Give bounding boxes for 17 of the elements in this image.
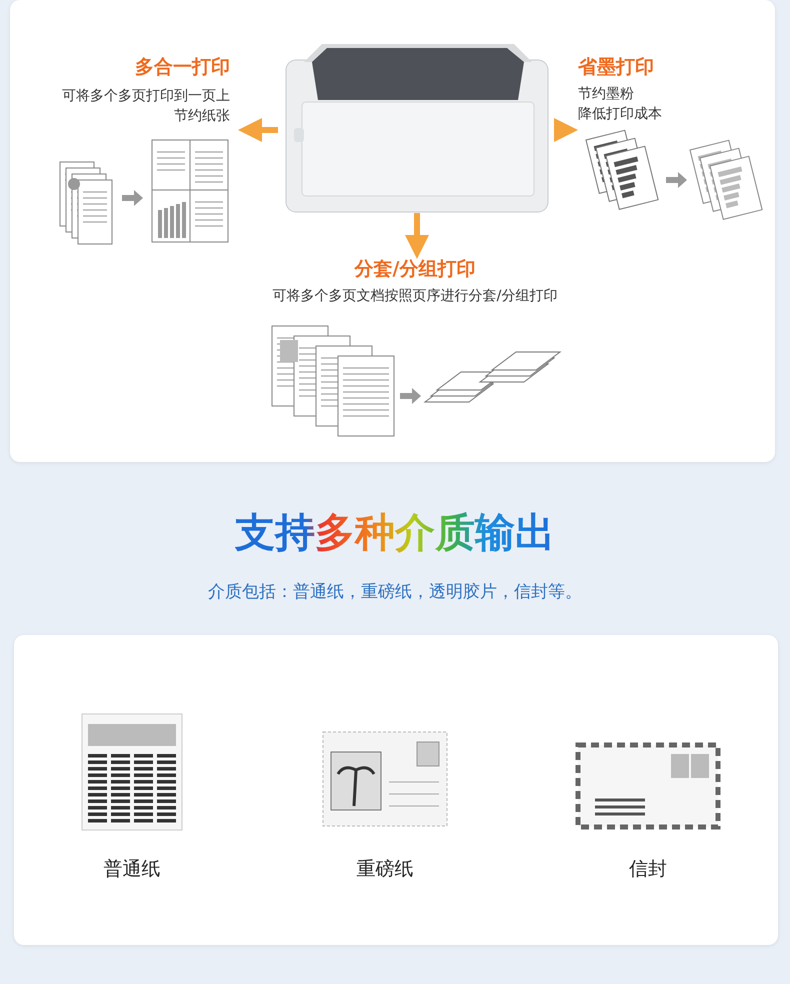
arrow — [405, 213, 429, 259]
feature-description: 节约纸张 — [174, 107, 230, 126]
card-background — [10, 0, 775, 462]
feature-title: 分套/分组打印 — [353, 257, 476, 282]
feature-description: 降低打印成本 — [578, 105, 662, 124]
media-label: 信封 — [628, 857, 668, 882]
feature-title: 多合一打印 — [135, 55, 230, 80]
feature-description: 可将多个多页打印到一页上 — [62, 87, 230, 106]
card-background — [14, 635, 778, 945]
arrow — [554, 118, 578, 142]
media-label: 普通纸 — [102, 857, 162, 882]
feature-description: 节约墨粉 — [578, 85, 634, 104]
feature-description: 可将多个多页文档按照页序进行分套/分组打印 — [272, 287, 558, 306]
feature-title: 省墨打印 — [578, 55, 654, 80]
arrow — [238, 118, 278, 142]
media-label: 重磅纸 — [356, 857, 414, 882]
subtitle: 介质包括：普通纸，重磅纸，透明胶片，信封等。 — [207, 581, 583, 603]
